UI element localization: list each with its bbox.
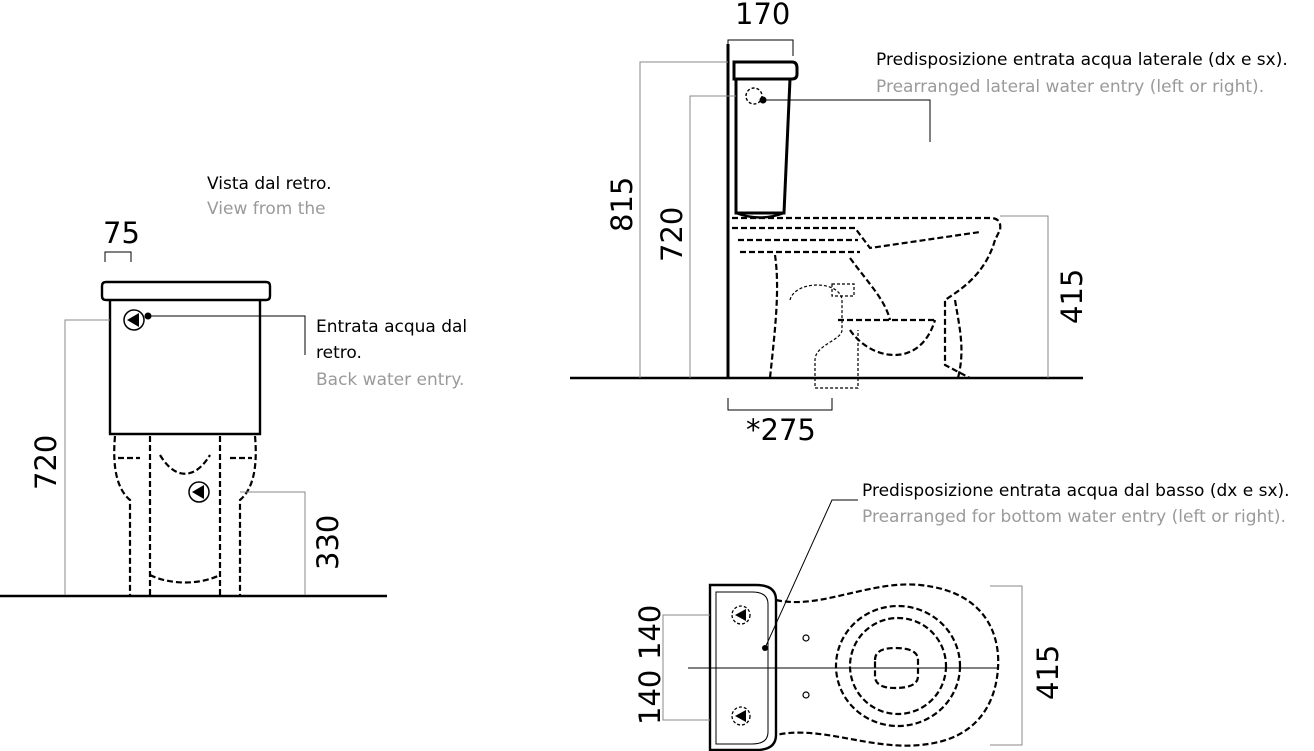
side-foot-front <box>953 299 963 379</box>
top-view: Predisposizione entrata acqua dal basso … <box>633 481 1290 751</box>
side-inlet-label-it: Predisposizione entrata acqua laterale (… <box>876 50 1288 70</box>
side-tank-depth-bracket <box>727 39 794 56</box>
back-view-title-en: View from the <box>207 199 326 219</box>
back-inlet-label-en: Back water entry. <box>316 370 464 390</box>
side-outlet-pipe <box>789 284 859 389</box>
top-inlet-dot <box>762 645 768 651</box>
top-spacing-extension <box>662 614 710 721</box>
top-inlet-label-it: Predisposizione entrata acqua dal basso … <box>862 481 1290 501</box>
side-outlet-socket <box>831 283 855 297</box>
top-inlet-leader <box>764 499 858 649</box>
side-seat-height-extension <box>1000 215 1049 378</box>
side-inlet-label-en: Prearranged lateral water entry (left or… <box>876 77 1264 97</box>
side-total-height-dimension: 815 <box>605 177 639 232</box>
back-view-title-it: Vista dal retro. <box>207 174 332 194</box>
top-bowl-rim <box>834 604 962 728</box>
back-bowl-right-outline <box>238 435 257 595</box>
side-tank-body <box>734 78 792 215</box>
side-bowl-front <box>943 239 997 379</box>
back-view: Vista dal retro. View from the 75 Entrat… <box>0 174 467 598</box>
back-inlet-leader <box>148 315 306 355</box>
side-pedestal-back <box>768 254 779 379</box>
side-tank-height-dimension: 720 <box>655 207 689 262</box>
top-lower-spacing-dimension: 140 <box>633 670 667 725</box>
back-base-curve <box>149 574 221 584</box>
top-inlet-upper-symbol <box>731 605 751 625</box>
top-upper-spacing-dimension: 140 <box>633 605 667 660</box>
back-inlet-symbol <box>123 309 152 331</box>
back-lower-inlet-symbol <box>188 481 210 503</box>
top-bowl-outline <box>775 583 1000 747</box>
back-height-extension <box>64 319 110 595</box>
side-outlet-bracket <box>727 398 833 411</box>
top-bowl-drain <box>873 646 920 690</box>
back-inlet-height-dimension: 330 <box>311 515 345 570</box>
top-width-dimension: 415 <box>1031 645 1065 700</box>
back-inlet-label-it-1: Entrata acqua dal <box>316 317 467 337</box>
back-width-bracket <box>104 251 132 262</box>
top-inlet-label-en: Prearranged for bottom water entry (left… <box>862 507 1286 527</box>
back-bowl-curve <box>159 454 211 475</box>
back-cistern-body <box>108 300 262 436</box>
side-tank-depth-dimension: 170 <box>735 0 790 31</box>
side-tank-lid <box>732 60 799 81</box>
top-inlet-lower-symbol <box>731 706 751 726</box>
back-inlet-height-extension <box>240 491 306 595</box>
side-view: 170 Predisposizione entrata acqua latera… <box>570 0 1288 447</box>
top-tank-inner-outline <box>715 591 769 745</box>
top-fixing-hole-lower <box>802 691 810 699</box>
side-trap-upper <box>849 257 892 321</box>
side-total-height-extension <box>639 61 728 378</box>
back-cistern-lid <box>100 280 272 302</box>
side-outlet-dimension: *275 <box>746 413 816 447</box>
side-inlet-symbol <box>745 87 767 105</box>
back-inlet-label-it-2: retro. <box>316 343 362 363</box>
back-height-dimension: 720 <box>29 435 63 490</box>
top-fixing-hole-upper <box>802 634 810 642</box>
side-seat-height-dimension: 415 <box>1055 269 1089 324</box>
top-width-extension <box>990 585 1023 746</box>
back-width-dimension: 75 <box>103 216 140 250</box>
back-bowl-left-outline <box>113 435 132 595</box>
side-inlet-leader <box>763 99 931 142</box>
side-tank-height-extension <box>689 95 736 378</box>
top-bowl-inner-rim <box>848 616 948 716</box>
side-seat-inner <box>732 226 981 250</box>
side-trap-lower <box>849 319 937 357</box>
